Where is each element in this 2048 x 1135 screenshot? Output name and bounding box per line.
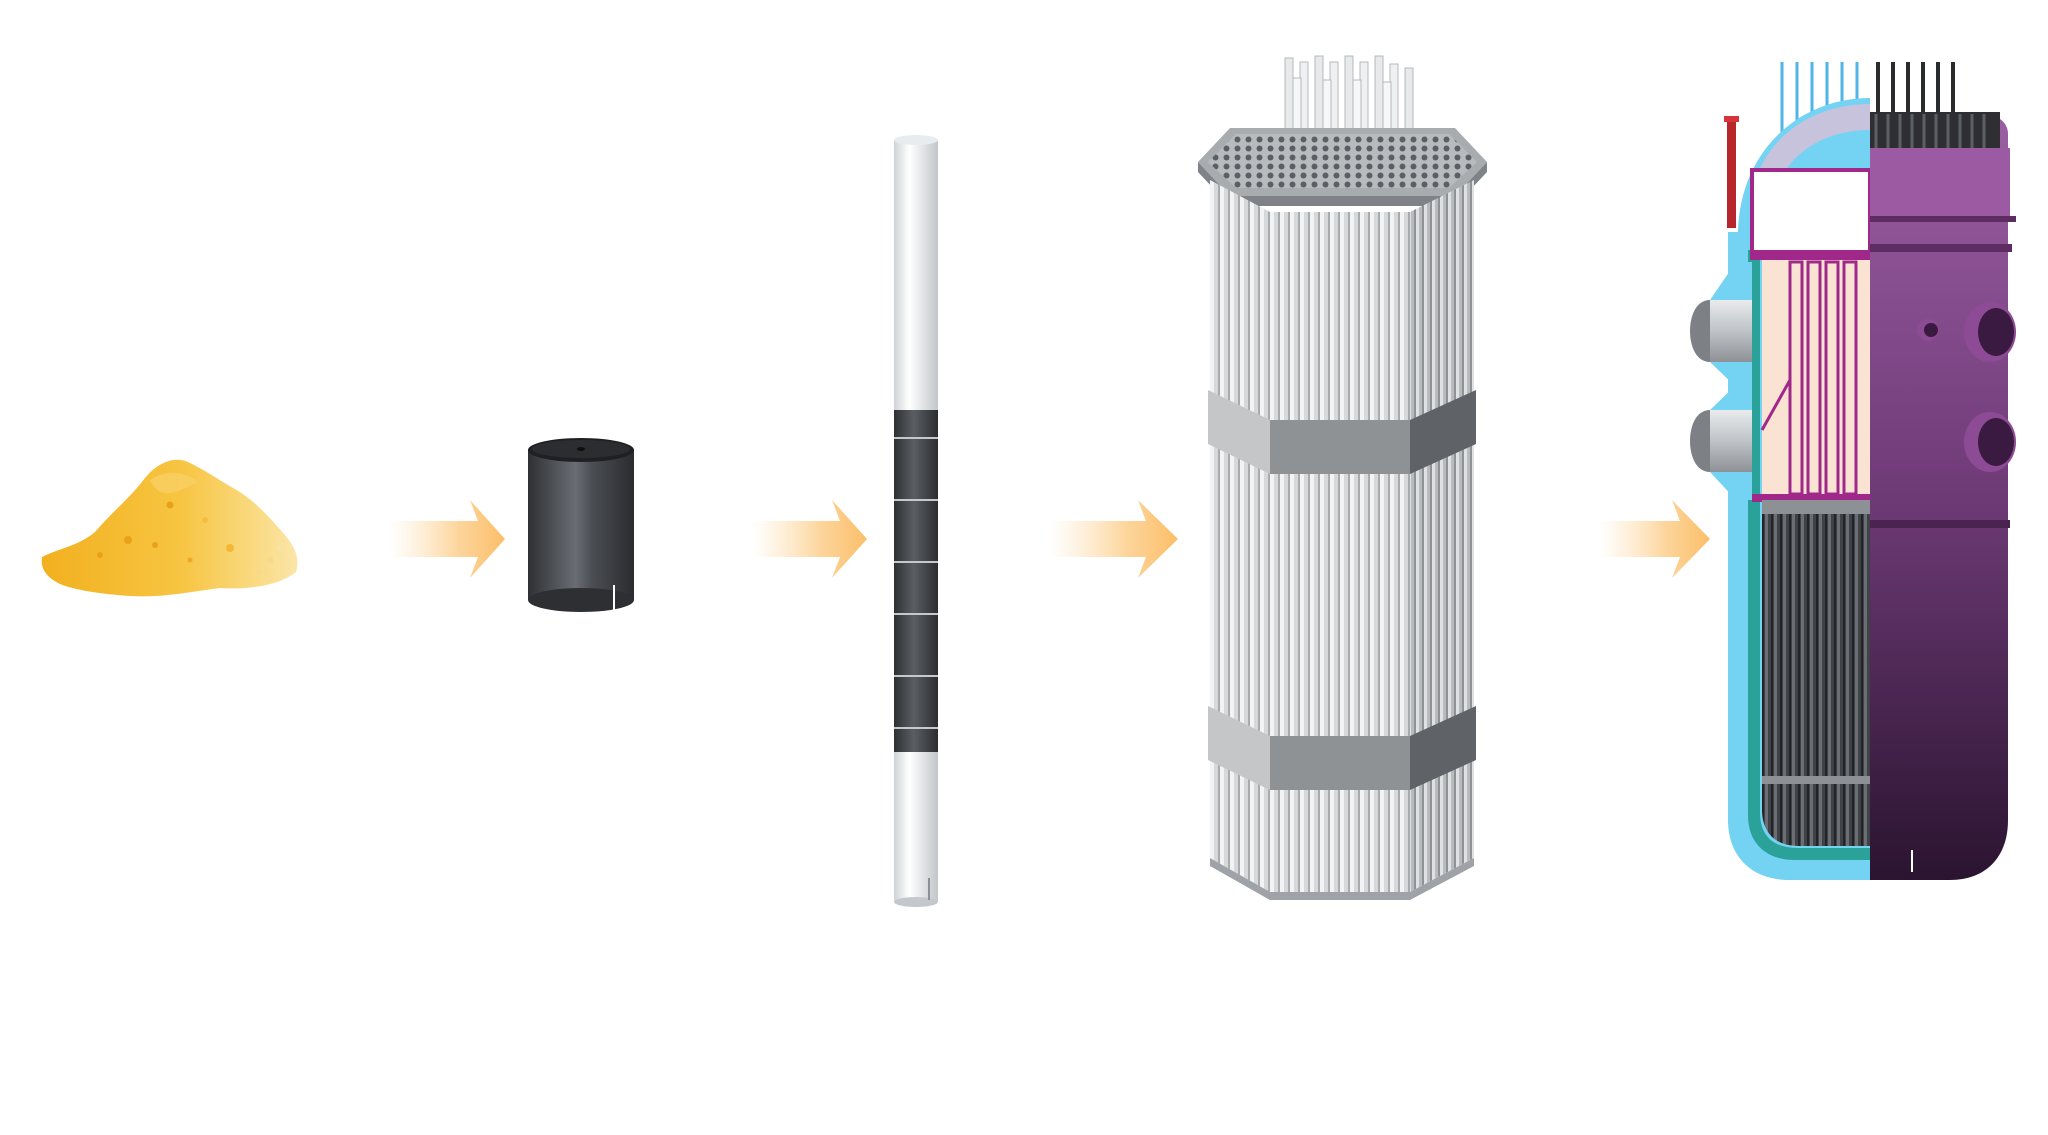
flow-arrow-4: [1600, 500, 1710, 578]
fuel-assembly-icon: [1198, 55, 1487, 900]
uranium-powder-icon: [41, 459, 298, 597]
flow-arrow-1: [390, 500, 505, 578]
reactor-vessel-icon: [1690, 62, 2016, 880]
flow-arrow-2: [752, 500, 867, 578]
fuel-pellet-icon: [528, 438, 634, 612]
fuel-rod-icon: [894, 135, 938, 907]
flow-arrow-3: [1050, 500, 1178, 578]
